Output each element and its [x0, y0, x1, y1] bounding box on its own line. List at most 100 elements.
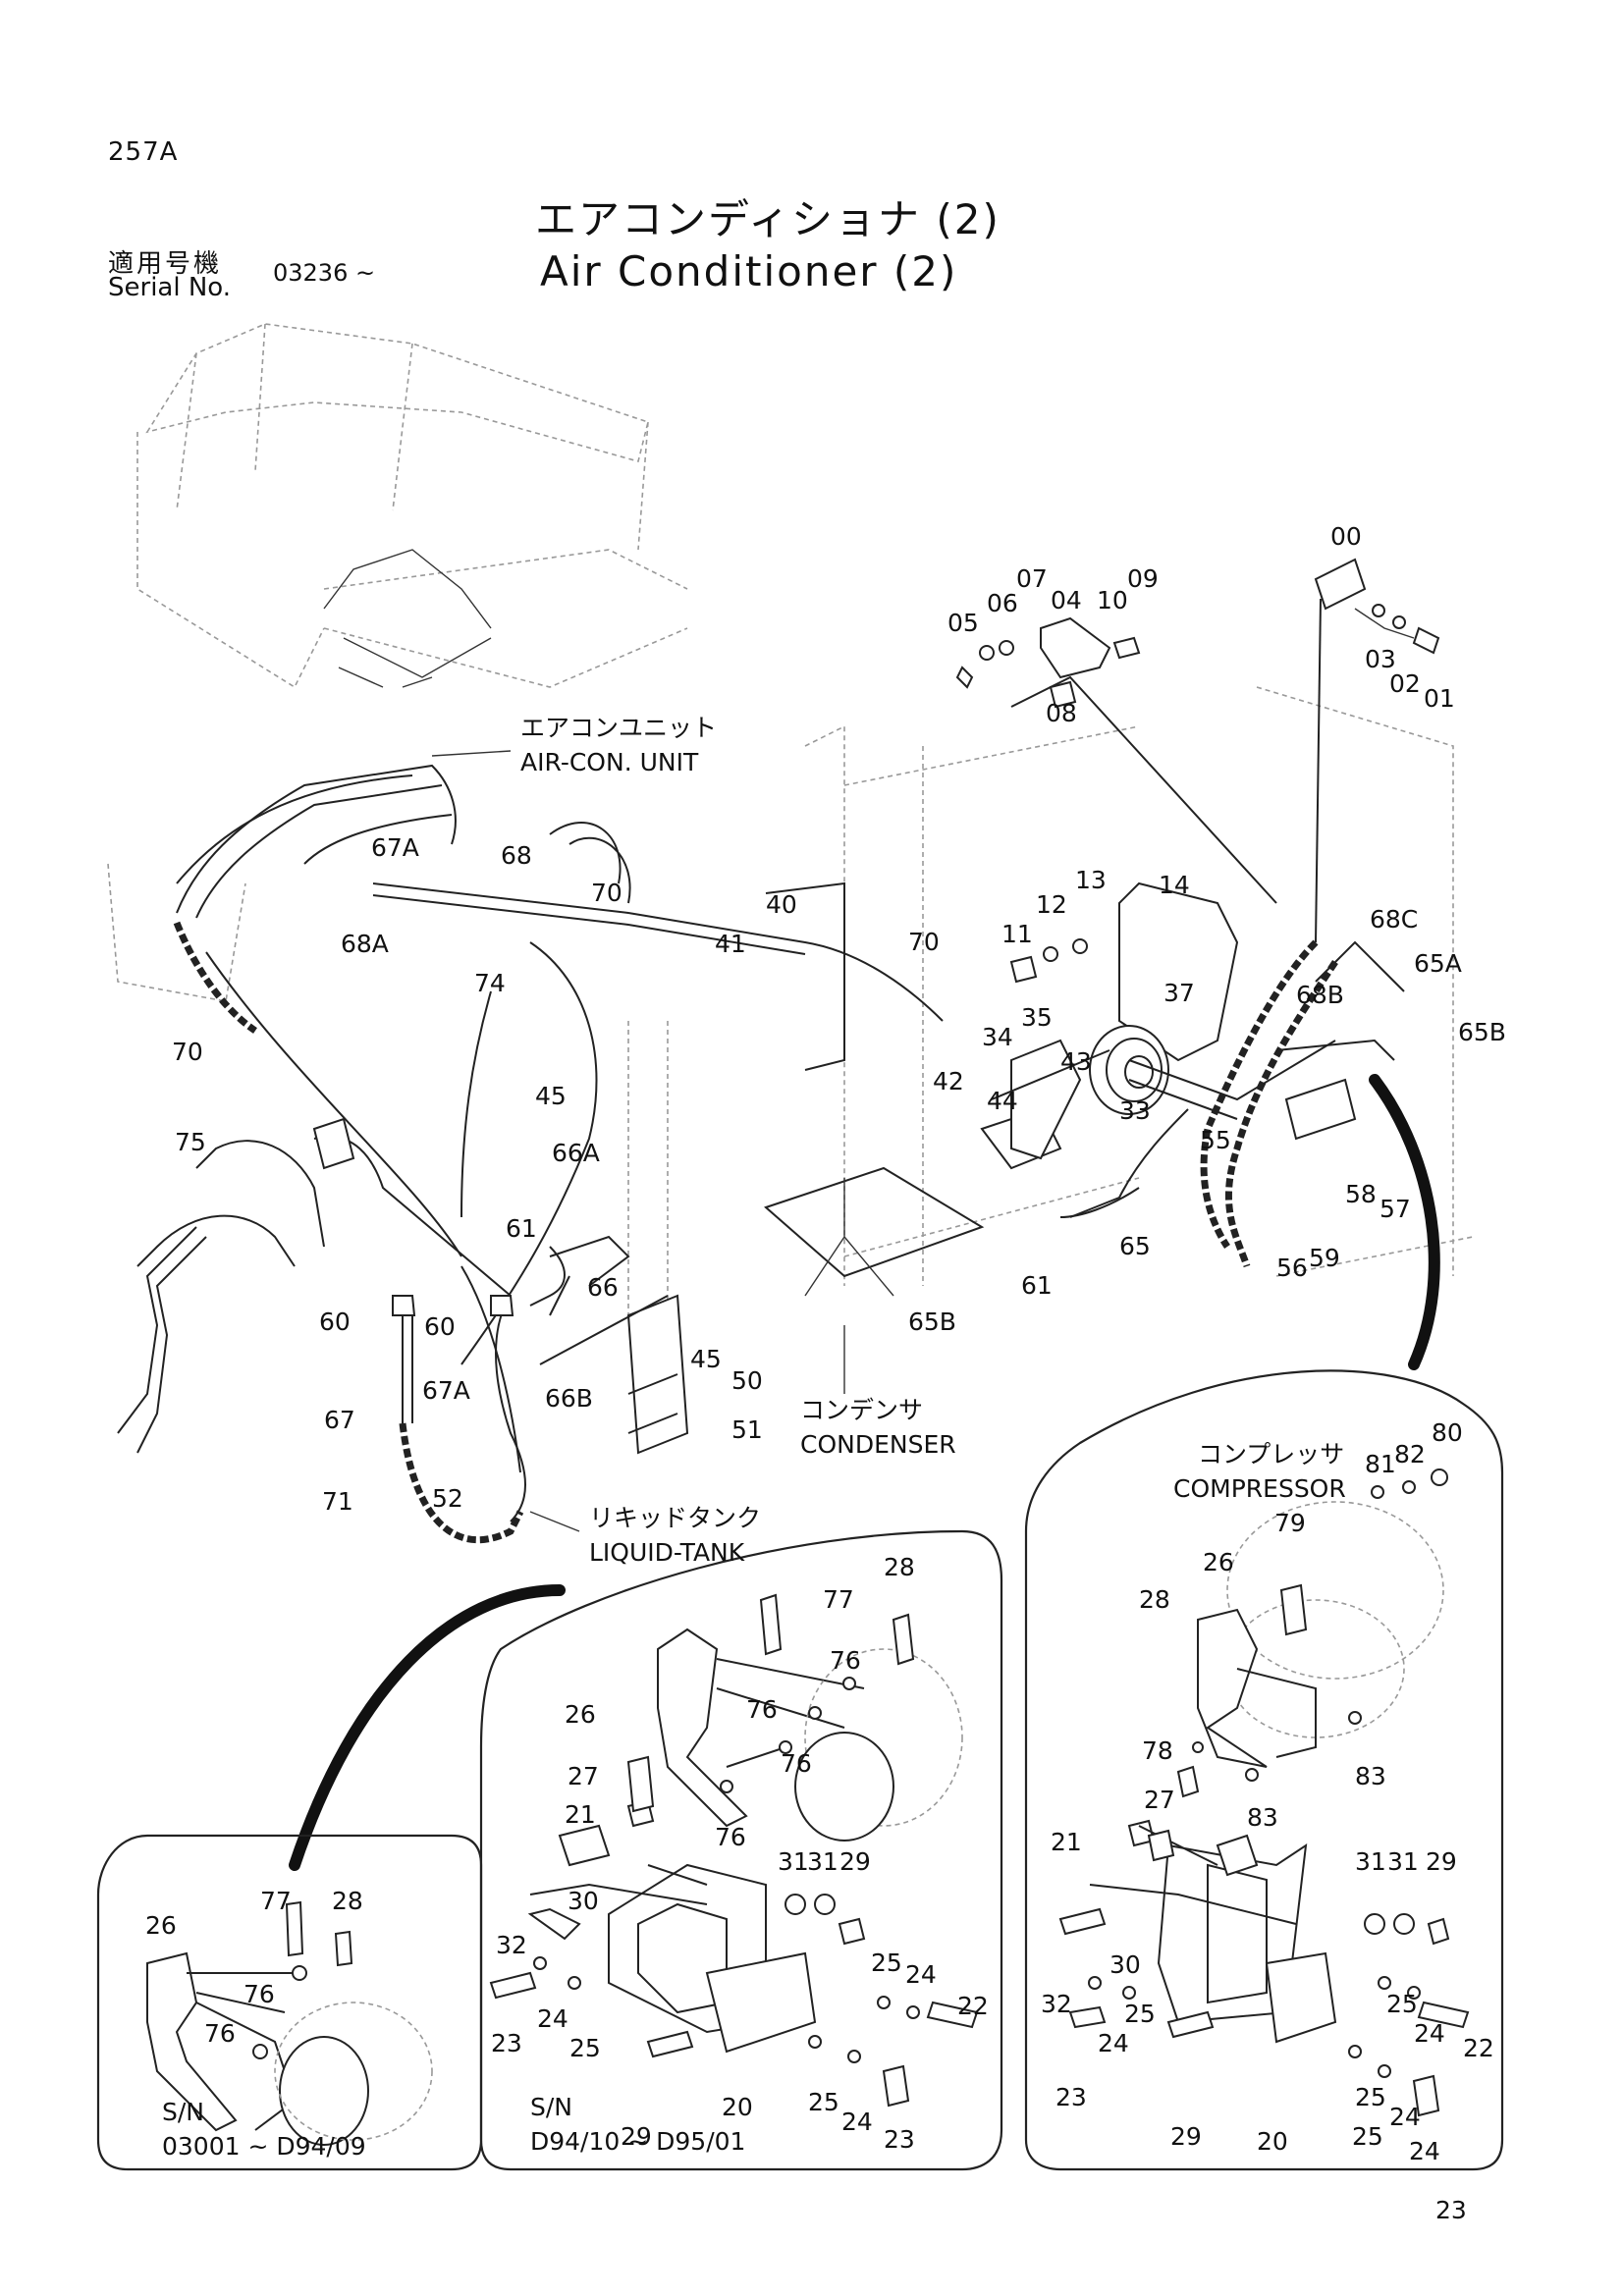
aircon-unit-label-en: AIR-CON. UNIT — [520, 748, 699, 776]
callout-81: 81 — [1365, 1450, 1396, 1478]
callout-67A: 67A — [371, 833, 419, 862]
callout-37: 37 — [1163, 979, 1195, 1007]
callout-25: 25 — [1124, 2000, 1156, 2028]
callout-23: 23 — [884, 2125, 915, 2154]
callout-74: 74 — [474, 969, 506, 997]
callout-28: 28 — [1139, 1585, 1170, 1614]
callout-06: 06 — [987, 589, 1018, 617]
callout-25: 25 — [569, 2034, 601, 2062]
callout-25: 25 — [871, 1949, 902, 1977]
callout-25: 25 — [1386, 1990, 1418, 2018]
page-title-en: Air Conditioner (2) — [540, 247, 958, 295]
callout-24: 24 — [1389, 2103, 1421, 2131]
callout-65B: 65B — [1458, 1018, 1506, 1046]
callout-58: 58 — [1345, 1180, 1377, 1208]
callout-78: 78 — [1142, 1736, 1173, 1765]
callout-61: 61 — [1021, 1271, 1053, 1300]
callout-12: 12 — [1036, 890, 1067, 919]
callout-00: 00 — [1330, 522, 1362, 551]
callout-24: 24 — [905, 1960, 937, 1989]
callout-65: 65 — [1119, 1232, 1151, 1260]
callout-45: 45 — [535, 1082, 567, 1110]
callout-31: 31 — [807, 1847, 839, 1876]
callout-35: 35 — [1021, 1003, 1053, 1032]
callout-68: 68 — [501, 841, 532, 870]
callout-70: 70 — [172, 1038, 203, 1066]
callout-10: 10 — [1097, 586, 1128, 614]
inset-left-drawing — [146, 1900, 433, 2146]
callout-33: 33 — [1119, 1096, 1151, 1125]
callout-21: 21 — [1051, 1828, 1082, 1856]
liquid-tank-label-en: LIQUID-TANK — [589, 1538, 745, 1567]
callout-83: 83 — [1355, 1762, 1386, 1790]
callout-14: 14 — [1159, 871, 1190, 899]
callout-65B: 65B — [908, 1308, 956, 1336]
page-number: 257A — [108, 137, 179, 167]
callout-65A: 65A — [1414, 949, 1462, 978]
callout-28: 28 — [884, 1553, 915, 1581]
callout-50: 50 — [731, 1366, 763, 1395]
callout-13: 13 — [1075, 866, 1107, 894]
callout-55: 55 — [1200, 1126, 1231, 1154]
callout-43: 43 — [1060, 1047, 1092, 1076]
callout-83: 83 — [1247, 1803, 1278, 1832]
callout-61: 61 — [506, 1214, 537, 1243]
aircon-hoses — [173, 764, 944, 1365]
callout-52: 52 — [432, 1484, 463, 1513]
callout-67: 67 — [324, 1406, 355, 1434]
callout-22: 22 — [1463, 2034, 1494, 2062]
inset-left-sn-range: 03001 ~ D94/09 — [162, 2132, 366, 2161]
inset-middle-sn-range: D94/10 ~ D95/01 — [530, 2127, 745, 2156]
callout-24: 24 — [841, 2108, 873, 2136]
connector-to-right-inset — [1369, 1074, 1440, 1370]
callout-34: 34 — [982, 1023, 1013, 1051]
inset-left-sn-label: S/N — [162, 2098, 204, 2126]
callout-59: 59 — [1309, 1244, 1340, 1272]
callout-26: 26 — [565, 1700, 596, 1729]
callout-24: 24 — [1098, 2029, 1129, 2057]
callout-68A: 68A — [341, 930, 389, 958]
callout-29: 29 — [1170, 2122, 1202, 2151]
callout-29: 29 — [621, 2122, 652, 2151]
callout-11: 11 — [1001, 920, 1033, 948]
callout-09: 09 — [1127, 564, 1159, 593]
callout-26: 26 — [1203, 1548, 1234, 1576]
callout-70: 70 — [908, 928, 940, 956]
serial-label-jp: 適用号機 — [108, 249, 223, 279]
callout-27: 27 — [1144, 1786, 1175, 1814]
callout-60: 60 — [424, 1312, 456, 1341]
compressor-label-jp: コンプレッサ — [1198, 1440, 1344, 1468]
inset-left-frame — [96, 1834, 483, 2171]
callout-21: 21 — [565, 1800, 596, 1829]
inset-right-frame — [1024, 1369, 1504, 2171]
inset-middle-sn-label: S/N — [530, 2093, 572, 2121]
inset-right-drawing — [1058, 1468, 1470, 2117]
callout-29: 29 — [1426, 1847, 1457, 1876]
callout-76: 76 — [746, 1695, 778, 1724]
callout-42: 42 — [933, 1067, 964, 1095]
callout-24: 24 — [1414, 2019, 1445, 2048]
callout-32: 32 — [1041, 1990, 1072, 2018]
connector-to-left-inset — [289, 1584, 566, 1871]
callout-77: 77 — [823, 1585, 854, 1614]
callout-76: 76 — [204, 2019, 236, 2048]
callout-67A: 67A — [422, 1376, 470, 1405]
callout-76: 76 — [715, 1823, 746, 1851]
callout-25: 25 — [1352, 2122, 1383, 2151]
callout-30: 30 — [568, 1887, 599, 1915]
serial-label-en: Serial No. — [108, 273, 231, 302]
callout-68B: 68B — [1296, 981, 1344, 1009]
callout-22: 22 — [957, 1992, 989, 2020]
callout-56: 56 — [1276, 1254, 1308, 1282]
callout-25: 25 — [808, 2088, 839, 2116]
callout-57: 57 — [1380, 1195, 1411, 1223]
callout-51: 51 — [731, 1415, 763, 1444]
callout-31: 31 — [778, 1847, 809, 1876]
callout-28: 28 — [332, 1887, 363, 1915]
callout-79: 79 — [1274, 1509, 1306, 1537]
callout-20: 20 — [722, 2093, 753, 2121]
callout-32: 32 — [496, 1931, 527, 1959]
